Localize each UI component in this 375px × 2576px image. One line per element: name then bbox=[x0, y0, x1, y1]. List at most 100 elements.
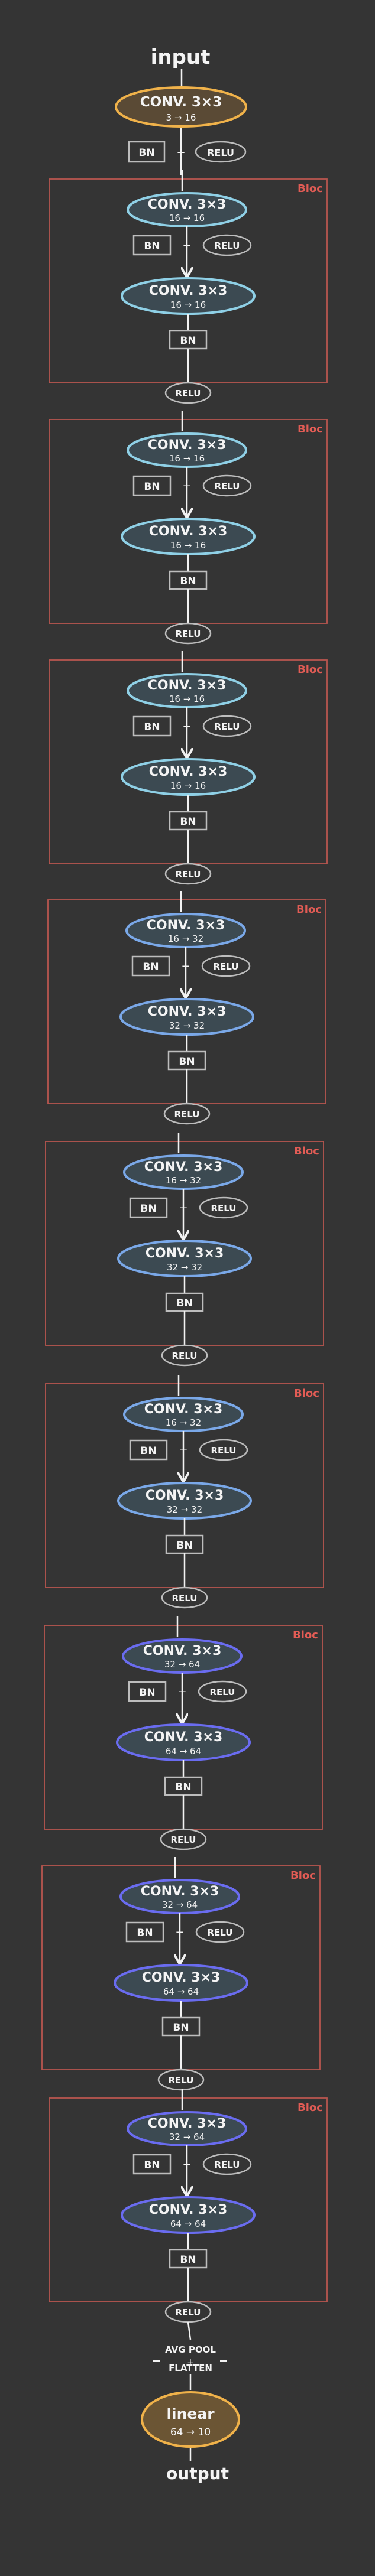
conv1-title: CONV. 3×3 bbox=[148, 197, 227, 212]
plus-icon: + bbox=[182, 2158, 191, 2171]
bloc-label: Bloc bbox=[298, 2102, 323, 2114]
conv2-title: CONV. 3×3 bbox=[144, 1730, 223, 1745]
bn2-box bbox=[169, 811, 208, 831]
conv1-title: CONV. 3×3 bbox=[143, 1644, 222, 1658]
bn1-label: BN bbox=[144, 240, 160, 252]
relu-out-label: RELU bbox=[168, 2075, 193, 2086]
conv2-dims: 16 → 16 bbox=[170, 300, 206, 310]
plus-icon: + bbox=[179, 1444, 188, 1456]
bn2-label: BN bbox=[175, 1781, 191, 1793]
bn1-box bbox=[132, 2154, 172, 2175]
bn2-label: BN bbox=[180, 2254, 196, 2266]
bn2-box bbox=[165, 1534, 204, 1554]
relu1-label: RELU bbox=[214, 481, 240, 492]
relu-out-label: RELU bbox=[175, 388, 201, 399]
pool-label-2: FLATTEN bbox=[169, 2363, 212, 2373]
bn2-label: BN bbox=[173, 2022, 189, 2034]
conv1-title: CONV. 3×3 bbox=[147, 918, 225, 933]
relu1-ellipse bbox=[198, 1680, 247, 1703]
relu-out-label: RELU bbox=[175, 629, 201, 639]
first-conv-node: CONV. 3×3 3 → 16 bbox=[115, 86, 247, 128]
bn1-label: BN bbox=[140, 1203, 156, 1215]
conv2-dims: 16 → 16 bbox=[170, 780, 206, 791]
bn1-box bbox=[132, 475, 172, 496]
bn1-box bbox=[129, 1197, 168, 1218]
bn2-label: BN bbox=[180, 816, 196, 828]
conv1-dims: 32 → 64 bbox=[162, 1900, 198, 1910]
conv2-title: CONV. 3×3 bbox=[146, 1488, 224, 1503]
relu1-ellipse bbox=[202, 715, 252, 737]
relu-out-ellipse bbox=[163, 1102, 211, 1125]
first-relu-node: RELU bbox=[195, 141, 247, 163]
first-conv-title: CONV. 3×3 bbox=[140, 95, 222, 110]
relu-out-ellipse bbox=[157, 2068, 205, 2091]
bn1-label: BN bbox=[137, 1927, 153, 1939]
input-label: input bbox=[151, 45, 211, 69]
relu-out-label: RELU bbox=[174, 1109, 199, 1120]
plus-icon: + bbox=[175, 1926, 184, 1938]
bn1-box bbox=[131, 955, 170, 977]
relu1-label: RELU bbox=[213, 961, 238, 972]
bn2-label: BN bbox=[179, 1056, 195, 1068]
linear-dims: 64 → 10 bbox=[170, 2427, 211, 2438]
relu1-ellipse bbox=[202, 2153, 252, 2175]
relu1-label: RELU bbox=[211, 1445, 236, 1456]
bn2-label: BN bbox=[176, 1540, 192, 1552]
conv1-dims: 16 → 32 bbox=[168, 934, 203, 944]
linear-ellipse bbox=[141, 2391, 240, 2448]
bn1-label: BN bbox=[140, 1445, 156, 1457]
conv1-dims: 16 → 32 bbox=[166, 1175, 201, 1186]
conv2-dims: 16 → 16 bbox=[170, 540, 206, 551]
relu1-ellipse bbox=[201, 955, 251, 977]
bn2-box bbox=[169, 330, 208, 350]
conv2-dims: 32 → 32 bbox=[169, 1020, 205, 1031]
bloc-label: Bloc bbox=[290, 1869, 316, 1882]
conv2-title: CONV. 3×3 bbox=[149, 765, 228, 779]
relu-out-ellipse bbox=[164, 863, 212, 885]
first-conv-dims: 3 → 16 bbox=[166, 112, 196, 123]
bloc-label: Bloc bbox=[298, 663, 323, 676]
bloc-label: Bloc bbox=[296, 903, 322, 916]
first-bn-node: BN bbox=[128, 141, 166, 163]
bn1-label: BN bbox=[144, 721, 160, 733]
conv1-dims: 32 → 64 bbox=[164, 1659, 200, 1670]
conv1-dims: 16 → 16 bbox=[169, 694, 205, 704]
relu-out-ellipse bbox=[160, 1828, 207, 1850]
first-plus-icon: + bbox=[176, 147, 185, 159]
conv1-title: CONV. 3×3 bbox=[144, 1402, 223, 1417]
linear-title: linear bbox=[166, 2405, 215, 2422]
linear-node: linear 64 → 10 bbox=[141, 2391, 240, 2448]
conv2-dims: 32 → 32 bbox=[167, 1504, 202, 1515]
relu-out-label: RELU bbox=[172, 1351, 197, 1361]
conv2-title: CONV. 3×3 bbox=[142, 1970, 221, 1985]
conv1-dims: 16 → 16 bbox=[169, 213, 205, 223]
plus-icon: + bbox=[182, 480, 191, 492]
output-label: output bbox=[166, 2464, 229, 2483]
bn1-box bbox=[128, 1681, 167, 1702]
bn1-box bbox=[132, 235, 172, 256]
first-conv-ellipse bbox=[115, 86, 247, 128]
plus-icon: + bbox=[179, 1202, 188, 1214]
plus-icon: + bbox=[182, 720, 191, 733]
relu-out-label: RELU bbox=[172, 1593, 197, 1604]
relu-out-label: RELU bbox=[175, 2307, 201, 2318]
conv2-title: CONV. 3×3 bbox=[149, 284, 228, 298]
conv1-title: CONV. 3×3 bbox=[144, 1160, 223, 1175]
conv2-title: CONV. 3×3 bbox=[149, 2203, 228, 2217]
conv1-title: CONV. 3×3 bbox=[141, 1884, 219, 1899]
relu-out-ellipse bbox=[161, 1344, 208, 1367]
bloc-label: Bloc bbox=[294, 1387, 319, 1400]
relu1-label: RELU bbox=[207, 1927, 232, 1938]
relu1-label: RELU bbox=[211, 1203, 236, 1214]
relu1-label: RELU bbox=[209, 1687, 235, 1697]
relu1-ellipse bbox=[202, 234, 252, 256]
